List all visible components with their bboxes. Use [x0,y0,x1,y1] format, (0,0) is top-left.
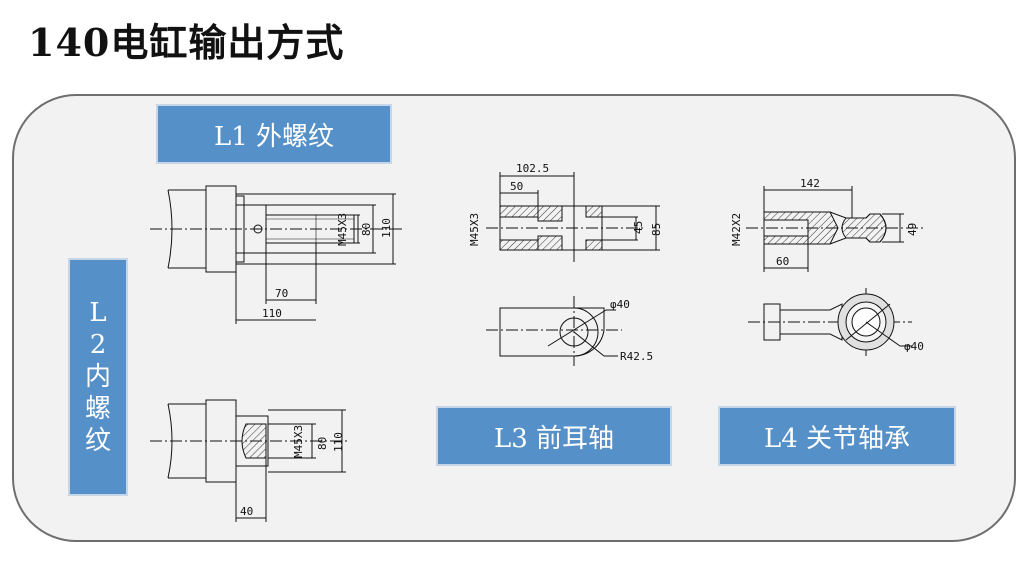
l2-dim-110: 110 [332,432,345,452]
l4-top-view [748,288,912,356]
label-l3-front-trunnion: L3 前耳轴 [436,406,672,466]
l2-drawing [150,399,350,522]
l2-dim-thread: M45X3 [292,425,305,458]
label-l2-internal-thread: L 2 内 螺 纹 [68,258,128,496]
l2-rod-end [235,415,269,467]
l3-dim-45: 45 [632,221,645,234]
l1-dim-thread: M45X3 [336,213,349,246]
label-l2-char-2: 2 [89,330,107,360]
label-l1-text: L1 外螺纹 [213,121,335,152]
l2-internal-thread [241,423,267,459]
l3-side-view [486,172,660,262]
label-l2-char-1: L [89,298,107,328]
l4-dim-hole: φ40 [904,340,924,353]
l1-dim-70: 70 [275,287,288,300]
l1-drawing [150,185,405,324]
l4-dim-60: 60 [776,255,789,268]
label-l4-rod-end-bearing: L4 关节轴承 [718,406,956,466]
l1-thread-stud [265,214,355,244]
l4-dim-49: 49 [906,223,919,236]
l3-top-view [486,296,622,366]
l2-break-line [167,403,173,479]
l1-dim-80: 80 [360,223,373,236]
label-l1-external-thread: L1 外螺纹 [156,104,392,164]
l3-dim-radius: R42.5 [620,350,653,363]
page-title: 140电缸输出方式 [28,20,345,65]
l1-dim-110-length: 110 [262,307,282,320]
l3-dim-102-5: 102.5 [516,162,549,175]
l1-break-line [167,189,173,269]
l2-dim-40: 40 [240,505,253,518]
l4-dim-142: 142 [800,177,820,190]
l4-side-view [746,186,926,272]
l2-dim-80: 80 [316,437,329,450]
l3-dim-thread: M45X3 [468,213,481,246]
l3-dim-85: 85 [650,223,663,236]
l3-dim-50: 50 [510,180,523,193]
label-l2-char-5: 纹 [84,426,111,456]
label-l2-char-3: 内 [84,362,111,392]
l1-pin-hole [253,224,263,234]
l4-dim-thread: M42X2 [730,213,743,246]
label-l2-char-4: 螺 [84,394,111,424]
l1-dim-110-diameter: 110 [380,218,393,238]
label-l4-text: L4 关节轴承 [763,423,911,454]
label-l3-text: L3 前耳轴 [493,423,615,454]
l3-dim-hole: φ40 [610,298,630,311]
